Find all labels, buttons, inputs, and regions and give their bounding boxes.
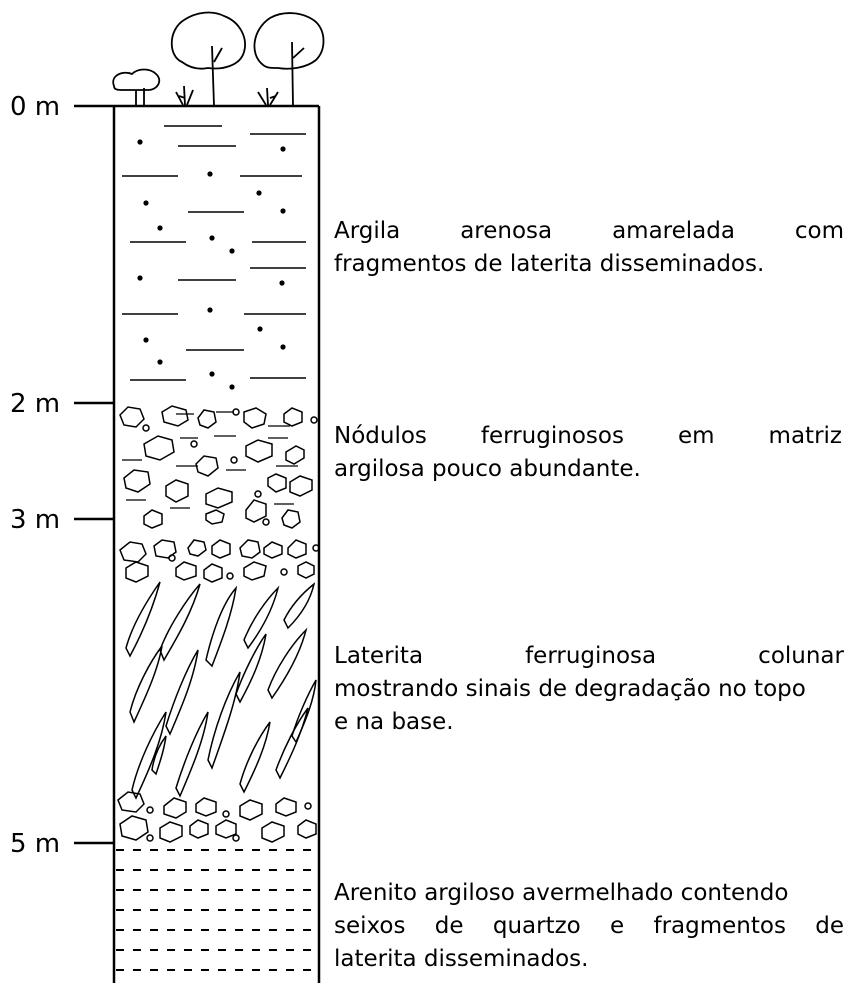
depth-ticks: [74, 104, 114, 845]
depth-label-2m: 2 m: [10, 389, 61, 419]
layer-description-sandy-clay: Argila arenosa amarelada com fragmentos …: [334, 215, 844, 281]
layer-description-nodules: Nódulos ferruginosos em matriz argilosa …: [334, 420, 842, 486]
description-line: argilosa pouco abundante.: [334, 456, 641, 482]
layer-description-laterite: Laterita ferruginosa colunar mostrando s…: [334, 640, 844, 739]
depth-label-3m: 3 m: [10, 505, 61, 535]
description-line: laterita disseminados.: [334, 946, 589, 972]
description-line: Laterita ferruginosa colunar: [334, 643, 844, 669]
description-line: fragmentos de laterita disseminados.: [334, 251, 765, 277]
description-line: mostrando sinais de degradação no topo: [334, 676, 806, 702]
layer-sandy-clay-pattern: [122, 125, 306, 390]
depth-label-5m: 5 m: [10, 829, 61, 859]
layer-description-sandstone: Arenito argiloso avermelhado contendo se…: [334, 877, 844, 976]
layer-sandstone-pattern: [116, 849, 318, 971]
layer-nodules-pattern: [119, 405, 318, 529]
layer-laterite-pattern: [117, 539, 320, 843]
profile-column: [112, 104, 321, 983]
description-line: Argila arenosa amarelada com: [334, 218, 844, 244]
depth-label-0m: 0 m: [10, 92, 61, 122]
description-line: seixos de quartzo e fragmentos de: [334, 913, 844, 939]
vegetation-icon: [112, 11, 325, 107]
description-line: Nódulos ferruginosos em matriz: [334, 423, 842, 449]
description-line: e na base.: [334, 709, 454, 735]
description-line: Arenito argiloso avermelhado contendo: [334, 880, 789, 906]
